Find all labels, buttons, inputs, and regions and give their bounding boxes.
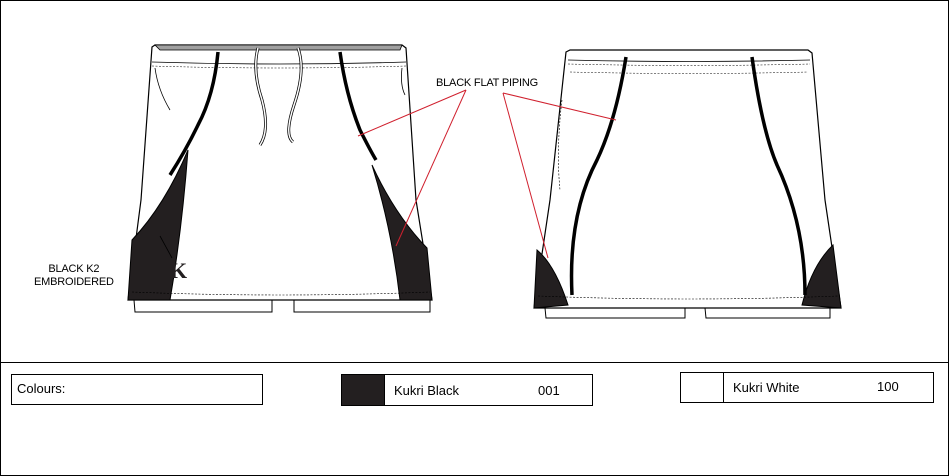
k2-logo: K bbox=[170, 258, 187, 283]
piping-callout: BLACK FLAT PIPING bbox=[436, 77, 538, 89]
back-skirt-body bbox=[533, 49, 842, 309]
back-inner-short-right bbox=[704, 307, 831, 319]
embroidery-leader bbox=[159, 235, 173, 259]
garment-artwork: K bbox=[127, 44, 842, 319]
front-waistband bbox=[154, 44, 403, 51]
colour-code-black: 001 bbox=[538, 383, 560, 398]
colours-heading: Colours: bbox=[17, 381, 66, 396]
back-piping-right bbox=[750, 56, 807, 296]
embroidery-callout: BLACK K2 EMBROIDERED bbox=[34, 263, 114, 289]
colour-swatch-white: Kukri White 100 bbox=[680, 372, 934, 403]
swatch-fill-black bbox=[342, 375, 385, 405]
section-divider bbox=[0, 362, 949, 363]
colour-name-black: Kukri Black bbox=[394, 383, 460, 398]
front-panel-left bbox=[127, 149, 189, 301]
front-inner-short-left bbox=[133, 299, 273, 313]
colour-name-white: Kukri White bbox=[733, 380, 800, 395]
back-piping-left bbox=[569, 56, 628, 296]
front-piping-right bbox=[338, 51, 378, 161]
callout-leaders bbox=[357, 89, 617, 259]
embroidery-callout-line1: BLACK K2 bbox=[48, 263, 100, 275]
back-view bbox=[533, 49, 842, 319]
colours-heading-box: Colours: bbox=[11, 374, 263, 405]
colour-swatch-black: Kukri Black 001 bbox=[341, 374, 593, 406]
front-inner-short-right bbox=[293, 300, 431, 313]
back-inner-short-left bbox=[544, 307, 686, 319]
colour-code-white: 100 bbox=[877, 379, 899, 394]
embroidery-callout-line2: EMBROIDERED bbox=[34, 276, 114, 288]
front-piping-left bbox=[168, 51, 220, 176]
back-panel-right bbox=[801, 243, 842, 309]
swatch-fill-white bbox=[681, 373, 724, 402]
front-view: K bbox=[127, 44, 433, 313]
back-panel-left bbox=[533, 248, 569, 309]
